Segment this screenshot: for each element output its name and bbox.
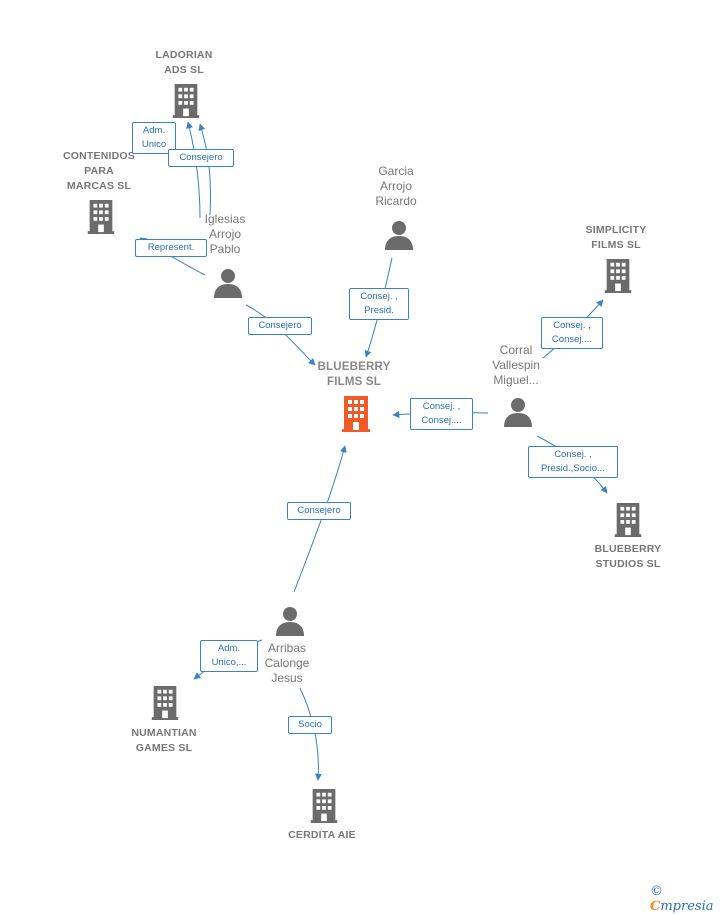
brand-footer: © Cmpresia xyxy=(650,884,728,914)
copyright-icon: © xyxy=(650,884,663,899)
numantian-label[interactable]: NUMANTIAN GAMES SL xyxy=(131,727,197,754)
edge-label-socio[interactable]: Socio xyxy=(288,716,332,734)
brand-name: mpresia xyxy=(660,899,714,914)
brand-logo-letter: C xyxy=(650,899,661,914)
simplicity-label[interactable]: SIMPLICITY FILMS SL xyxy=(585,224,647,251)
iglesias-person-icon[interactable] xyxy=(214,269,242,298)
edge-iglesias-blueberry xyxy=(245,304,316,366)
edge-iglesias-ladorian-consejero xyxy=(198,123,211,216)
ladorian-label[interactable]: LADORIAN ADS SL xyxy=(155,49,213,76)
simplicity-building-icon[interactable] xyxy=(604,259,632,293)
garcia-person-icon[interactable] xyxy=(385,221,413,250)
ladorian-building-icon[interactable] xyxy=(172,84,200,118)
blueberry-studios-building-icon[interactable] xyxy=(614,503,642,537)
edge-label-consejero-arribas[interactable]: Consejero xyxy=(287,502,351,520)
cerdita-building-icon[interactable] xyxy=(310,789,338,823)
iglesias-label[interactable]: Iglesias Arrojo Pablo xyxy=(204,212,246,256)
blueberry-films-icon[interactable] xyxy=(342,396,370,432)
cerdita-label[interactable]: CERDITA AIE xyxy=(288,829,356,841)
corral-person-icon[interactable] xyxy=(504,398,532,427)
edge-label-consej-simplicity[interactable]: Consej. , Consej.... xyxy=(541,317,603,349)
edge-label-consej-presid-garcia[interactable]: Consej. , Presid. xyxy=(349,288,409,320)
edge-label-represent[interactable]: Represent. xyxy=(135,239,207,257)
contenidos-building-icon[interactable] xyxy=(87,200,115,234)
corral-label[interactable]: Corral Vallespin Miguel... xyxy=(492,343,540,387)
blueberry-studios-label[interactable]: BLUEBERRY STUDIOS SL xyxy=(594,543,662,570)
contenidos-label[interactable]: CONTENIDOS PARA MARCAS SL xyxy=(62,150,135,192)
blueberry-films-label[interactable]: BLUEBERRY FILMS SL xyxy=(317,361,391,388)
edge-iglesias-ladorian-adm xyxy=(186,121,201,219)
edge-label-consej-presid-socio[interactable]: Consej. , Presid.,Socio... xyxy=(528,446,618,478)
numantian-building-icon[interactable] xyxy=(151,686,179,720)
edge-arribas-blueberry xyxy=(293,445,347,593)
garcia-label[interactable]: Garcia Arrojo Ricardo xyxy=(375,164,417,208)
arribas-person-icon[interactable] xyxy=(276,607,304,636)
edge-label-adm-unico-ladorian[interactable]: Adm. Unico xyxy=(132,122,176,154)
edge-label-consej-blueberry[interactable]: Consej. , Consej.... xyxy=(410,398,473,430)
edge-label-adm-unico-numantian[interactable]: Adm. Unico,... xyxy=(200,640,258,672)
arribas-label[interactable]: Arribas Calonge Jesus xyxy=(264,641,310,685)
edge-label-consejero-iglesias[interactable]: Consejero xyxy=(248,317,312,335)
edge-arribas-cerdita xyxy=(299,687,322,781)
edge-label-consejero-ladorian[interactable]: Consejero xyxy=(168,149,234,167)
